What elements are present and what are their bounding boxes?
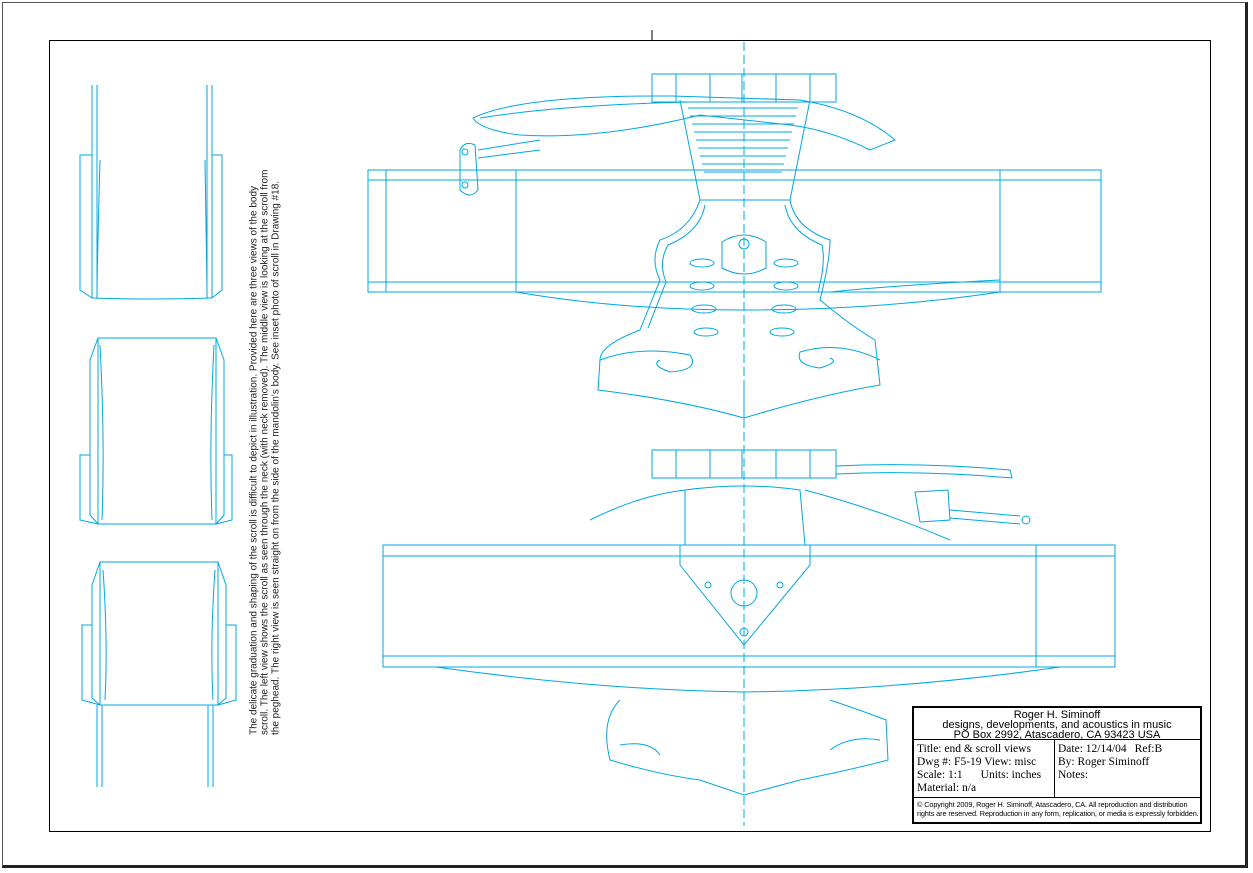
copyright-line: © Copyright 2009, Roger H. Siminoff, Ata… [917, 800, 1188, 809]
drawing-scale: Scale: 1:1 [917, 769, 963, 781]
note-line: The delicate graduation and shaping of t… [248, 185, 260, 735]
body-end-view [382, 449, 1116, 796]
drawing-ref: Ref:B [1134, 743, 1163, 755]
drawing-date: Date: 12/14/04 [1058, 743, 1127, 755]
scroll-view-peghead [79, 337, 233, 525]
drawing-number-row: Dwg #: F5-19 View: misc [917, 756, 1054, 769]
scroll-view-neck [79, 85, 223, 300]
title-block-left: Title: end & scroll views Dwg #: F5-19 V… [914, 740, 1055, 797]
title-block-header: Roger H. Siminoff designs, developments,… [914, 708, 1200, 741]
drawing-view: View: misc [984, 756, 1037, 768]
copyright-line: rights are reserved. Reproduction in any… [917, 809, 1199, 818]
drawing-title: Title: end & scroll views [917, 743, 1031, 755]
drawing-number: Dwg #: F5-19 [917, 756, 982, 768]
note-line: the peghead. The right view is seen stra… [270, 180, 282, 735]
drawing-border [49, 40, 1211, 832]
title-block-right: Date: 12/14/04 Ref:B By: Roger Siminoff N… [1055, 740, 1200, 797]
drawing-units: Units: inches [980, 769, 1042, 781]
scale-row: Scale: 1:1 Units: inches [917, 769, 1054, 782]
drawing-material: Material: n/a [917, 782, 977, 794]
designer-tagline: designs, developments, and acoustics in … [942, 719, 1172, 731]
peghead-end-view [367, 73, 1102, 419]
drawing-notes-field: Notes: [1058, 769, 1089, 781]
note-line: scroll. The left view shows the scroll a… [259, 169, 271, 735]
scroll-view-side [81, 561, 237, 787]
date-row: Date: 12/14/04 Ref:B [1058, 743, 1200, 756]
designer-name: Roger H. Siminoff [1013, 709, 1101, 721]
drawing-notes: The delicate graduation and shaping of t… [248, 169, 282, 735]
designer-address: PO Box 2992, Atascadero, CA 93423 USA [953, 729, 1161, 741]
title-block-fields: Title: end & scroll views Dwg #: F5-19 V… [914, 740, 1200, 798]
drawing-author: By: Roger Siminoff [1058, 756, 1150, 768]
title-block: Roger H. Siminoff designs, developments,… [912, 706, 1202, 824]
left-scroll-views [79, 85, 237, 787]
copyright-notice: © Copyright 2009, Roger H. Siminoff, Ata… [914, 798, 1200, 818]
